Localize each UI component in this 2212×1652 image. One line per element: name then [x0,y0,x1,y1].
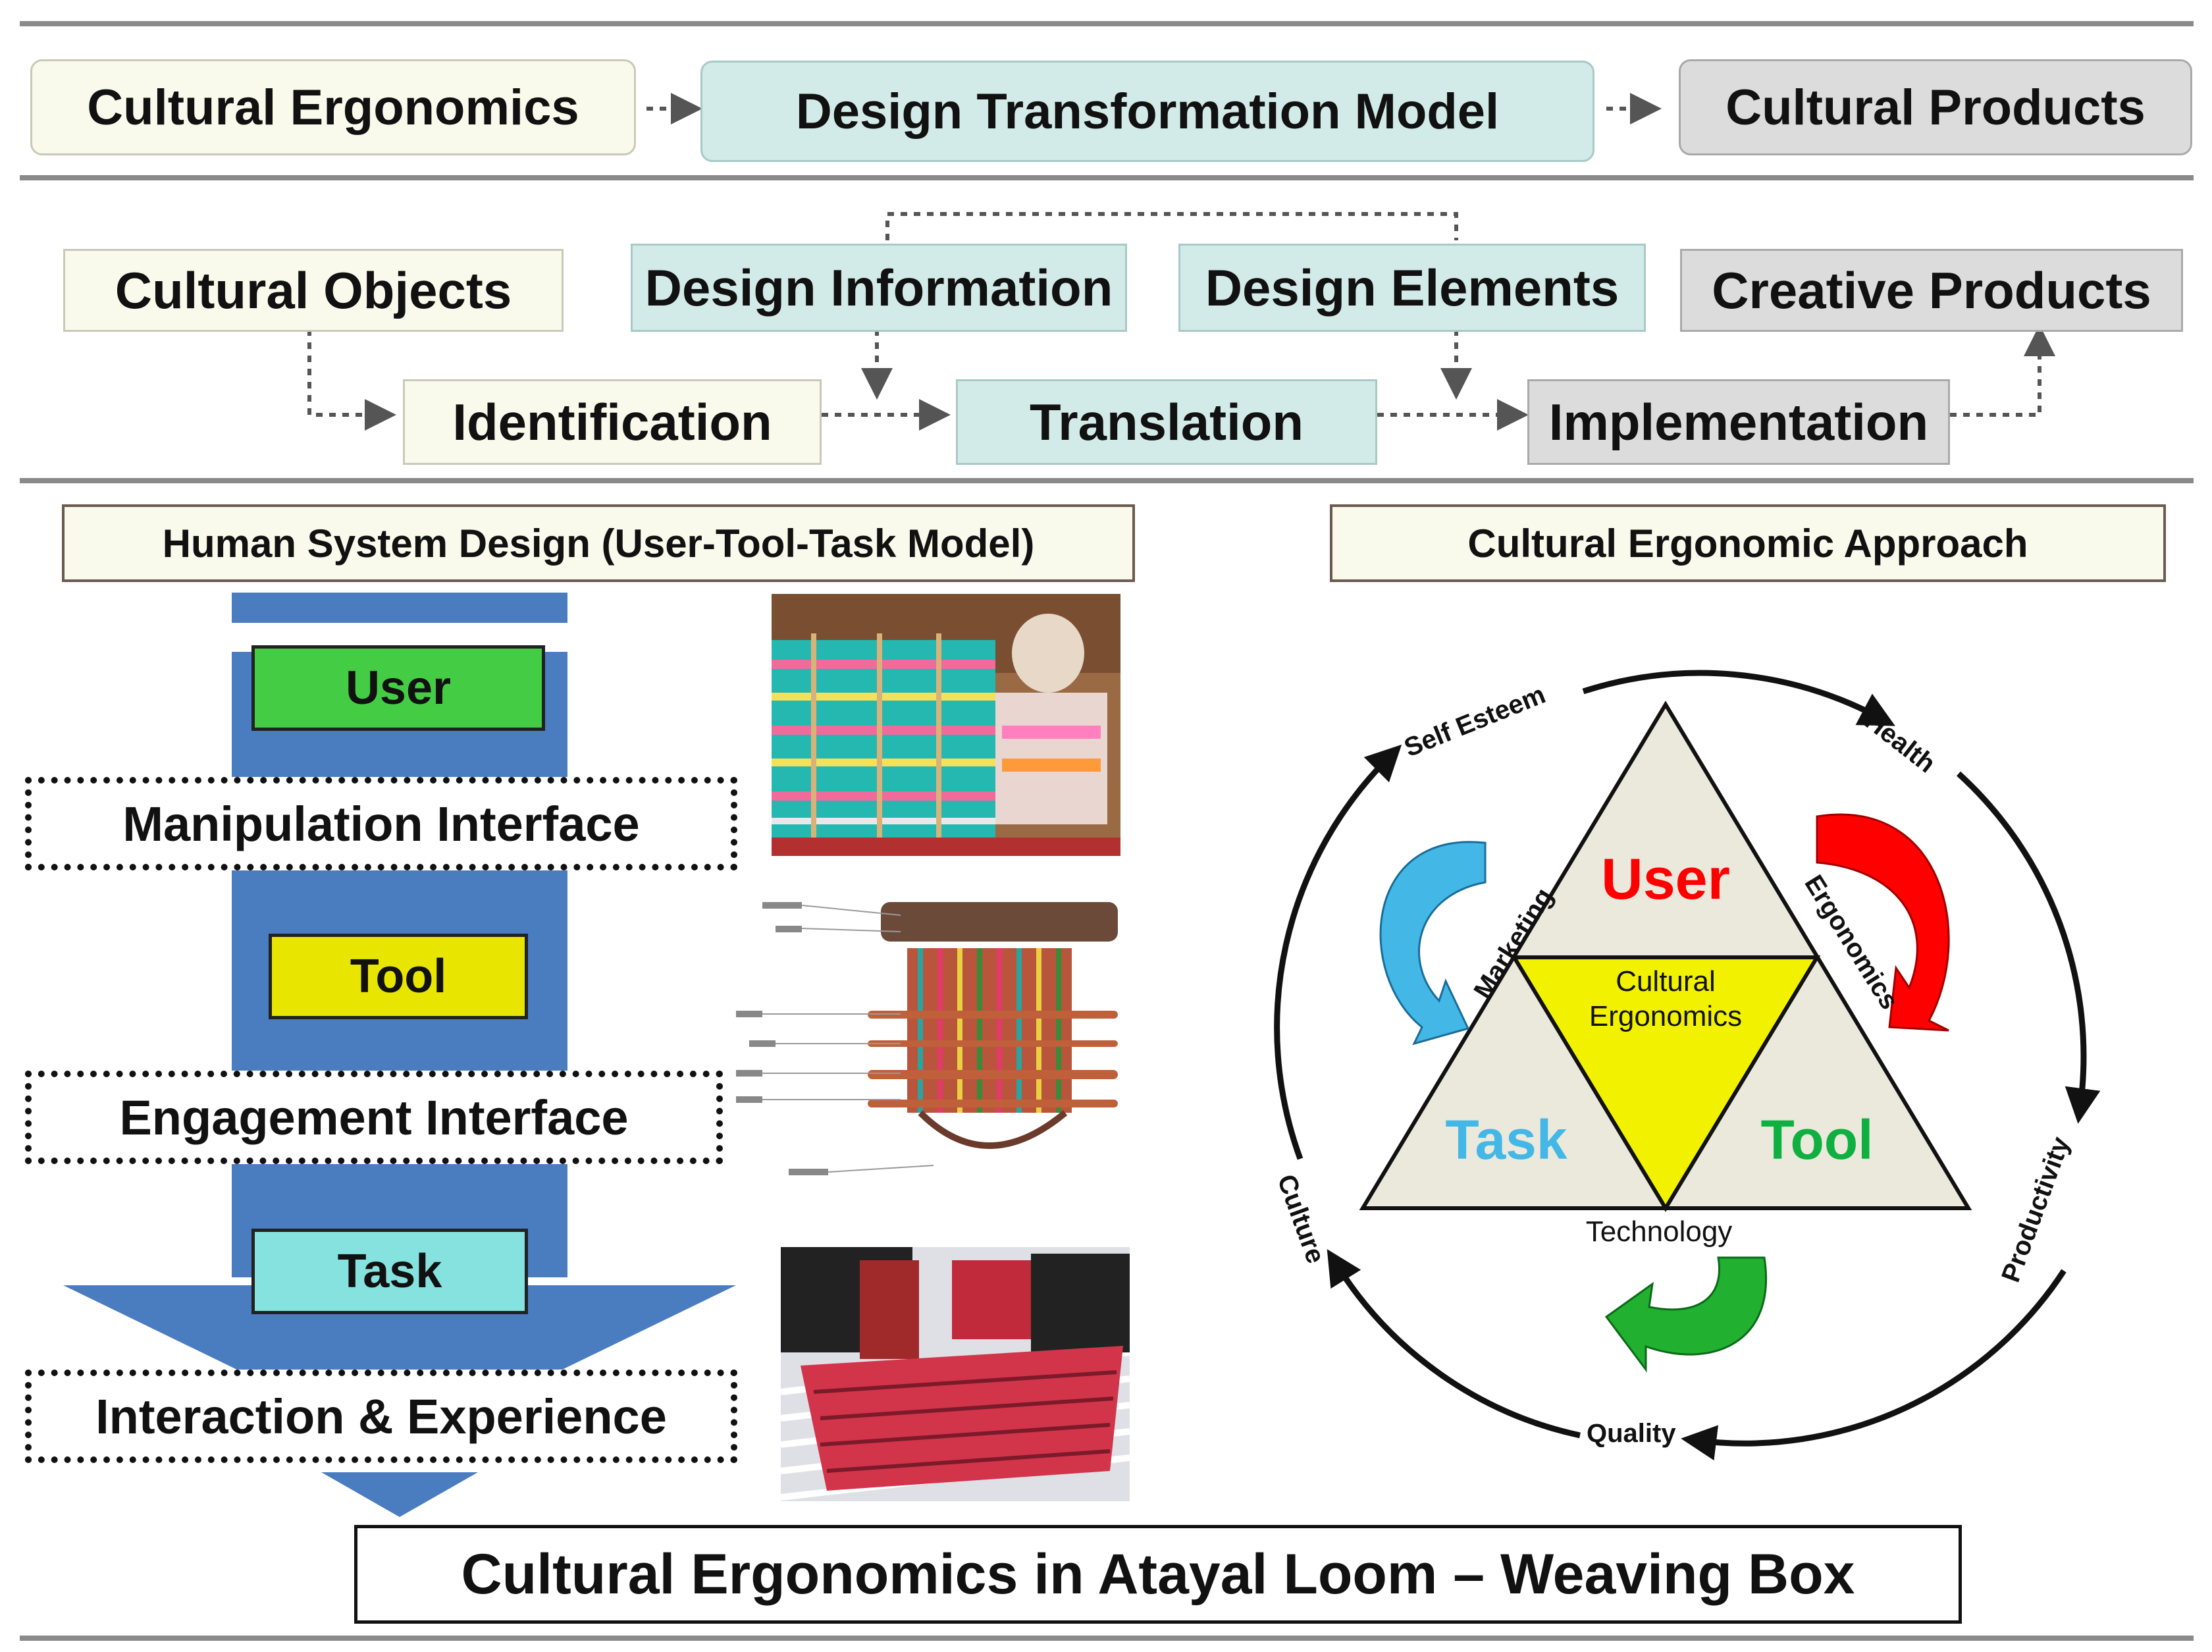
cultural-objects-box: Cultural Objects [63,249,564,332]
productivity-label: Productivity [1996,1132,2076,1286]
implementation-label: Implementation [1548,392,1929,451]
identification-box: Identification [403,379,822,465]
user-box: User [251,645,545,731]
cultural-ergonomic-approach-header: Cultural Ergonomic Approach [1330,504,2166,582]
cultural-products-label: Cultural Products [1725,79,2146,136]
design-information-label: Design Information [645,258,1113,317]
cycle-arc-culture-to-self-esteem [1274,744,1402,1160]
separator-rule [20,175,2194,180]
quality-label: Quality [1587,1419,1676,1448]
link-information-elements [885,212,1458,240]
design-transformation-model-box: Design Transformation Model [700,61,1594,162]
creative-products-label: Creative Products [1712,261,2151,319]
footer-title: Cultural Ergonomics in Atayal Loom – Wea… [461,1542,1855,1606]
technology-label: Technology [1586,1215,1733,1248]
design-elements-box: Design Elements [1178,244,1646,332]
interaction-experience-label: Interaction & Experience [95,1389,667,1444]
manipulation-interface-label: Manipulation Interface [122,796,640,851]
self-esteem-label: Self Esteem [1400,680,1550,763]
ergonomics-curved-arrow [1816,813,1950,1032]
tool-box: Tool [269,934,528,1019]
arrow-objects-to-identification [307,329,396,431]
triangle-task-label: Task [1445,1109,1567,1171]
translation-box: Translation [956,379,1377,465]
design-information-box: Design Information [631,244,1127,332]
cycle-arc-productivity-to-quality [1681,1269,2067,1461]
loom-parts-diagram [736,889,1131,1192]
arrow-implementation-to-creative [1950,325,2055,417]
separator-rule [20,478,2194,483]
cultural-ergonomics-box: Cultural Ergonomics [30,59,636,155]
design-elements-label: Design Elements [1205,258,1620,317]
interaction-experience-box: Interaction & Experience [25,1370,737,1463]
cultural-ergonomic-approach-label: Cultural Ergonomic Approach [1467,521,2028,566]
footer-title-box: Cultural Ergonomics in Atayal Loom – Wea… [354,1525,1962,1624]
marketing-curved-arrow [1379,841,1487,1046]
cultural-objects-label: Cultural Objects [115,261,512,319]
woven-textile-illustration [781,1247,1130,1501]
weaver-at-loom-illustration [772,594,1120,856]
triangle-cultural-label: Cultural [1616,965,1716,998]
implementation-box: Implementation [1527,379,1950,465]
technology-curved-arrow [1604,1256,1767,1373]
triangle-ergonomics-center-label: Ergonomics [1589,1000,1742,1032]
human-system-design-label: Human System Design (User-Tool-Task Mode… [162,521,1035,566]
creative-products-box: Creative Products [1680,249,2183,332]
translation-label: Translation [1029,392,1304,451]
weaver-at-loom-photo [772,594,1120,856]
tool-label: Tool [350,950,447,1003]
user-label: User [345,662,452,714]
triangle-user-label: User [1601,846,1730,911]
health-label: Health [1859,706,1940,778]
separator-rule [20,1636,2194,1641]
task-label: Task [337,1245,442,1298]
identification-label: Identification [452,392,772,451]
cycle-arc-health-to-productivity [1956,771,2101,1124]
loom-parts-illustration [736,902,1118,1175]
cycle-arc-self-esteem-to-health [1582,670,1895,726]
cultural-ergonomics-center [1510,955,1821,1212]
culture-label: Culture [1272,1171,1330,1267]
woven-textile-photo [781,1247,1130,1501]
engagement-interface-label: Engagement Interface [119,1090,629,1145]
cultural-ergonomics-label: Cultural Ergonomics [87,79,579,136]
cultural-products-box: Cultural Products [1679,59,2192,155]
triangle-tool-label: Tool [1760,1109,1873,1171]
design-transformation-model-label: Design Transformation Model [795,83,1500,140]
cultural-ergonomic-cycle-diagram: User Cultural Ergonomics Task Tool Marke… [1272,670,2101,1461]
separator-rule [20,21,2194,26]
cycle-arc-quality-to-culture [1327,1249,1581,1439]
engagement-interface-box: Engagement Interface [25,1071,723,1164]
manipulation-interface-box: Manipulation Interface [25,777,737,870]
human-system-design-header: Human System Design (User-Tool-Task Mode… [62,504,1135,582]
task-box: Task [251,1229,528,1314]
